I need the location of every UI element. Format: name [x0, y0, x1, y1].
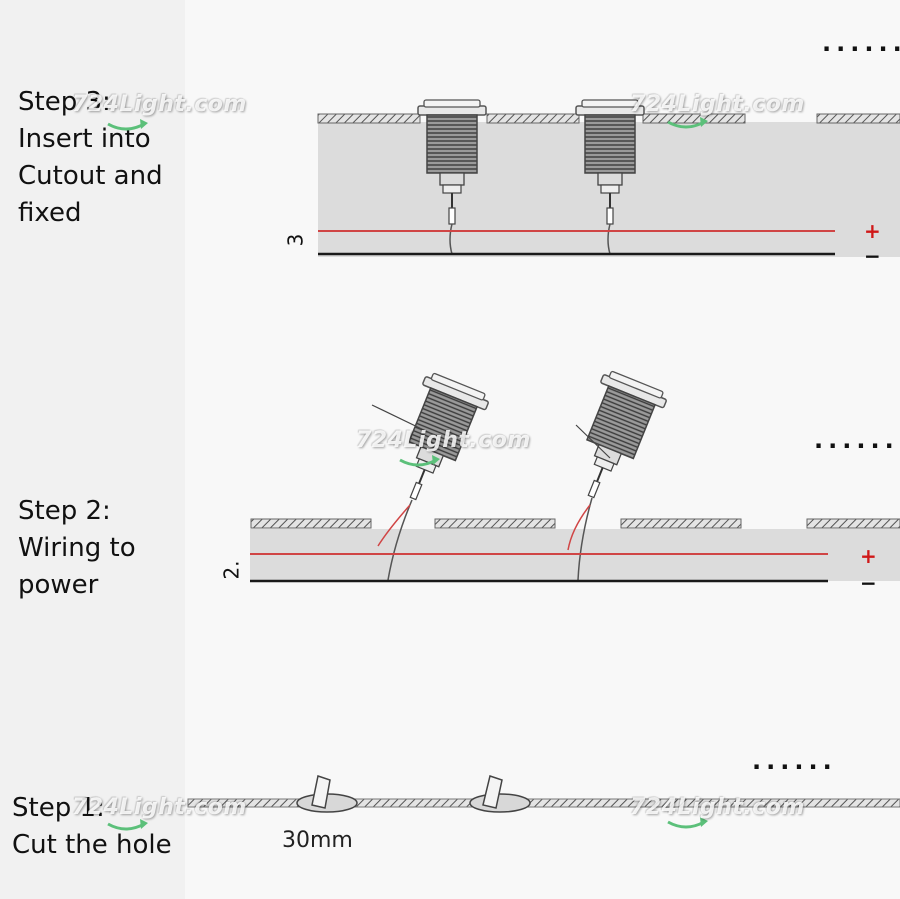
step3-surface-segment: [642, 113, 746, 124]
step2-surface-segment: [620, 518, 742, 529]
step2-surface-segment: [434, 518, 556, 529]
step3-surface-segment: [317, 113, 421, 124]
step2-label: Step 2: Wiring to power: [18, 496, 136, 600]
watermark: 724Light.com: [356, 428, 531, 453]
step1-cutter-1: [311, 775, 331, 809]
continuation-dots-step3: ......: [822, 29, 900, 57]
step3-surface-segment: [816, 113, 900, 124]
step2-positive-sign: +: [860, 544, 877, 568]
watermark: 724Light.com: [630, 795, 805, 820]
step3-label: Step 3: Insert into Cutout and fixed: [18, 87, 163, 228]
continuation-dots-step1: ......: [752, 747, 837, 775]
step2-surface-segment: [250, 518, 372, 529]
step1-cutter-2: [482, 775, 503, 809]
step1-surface-panel: [187, 798, 900, 808]
step3-positive-sign: +: [864, 219, 881, 243]
step1-label: Step 1: Cut the hole: [12, 793, 172, 860]
step1-hole-2: [469, 793, 531, 813]
step2-surface-segment: [806, 518, 900, 529]
watermark: 724Light.com: [72, 795, 247, 820]
step2-number: 2.: [219, 560, 244, 580]
step3-negative-sign: −: [864, 244, 881, 268]
step3-number: 3: [283, 233, 308, 247]
continuation-dots-step2: ......: [814, 426, 899, 454]
step3-surface-segment: [486, 113, 580, 124]
step2-negative-sign: −: [860, 571, 877, 595]
step2-led-light-2: [558, 367, 671, 511]
watermark: 724Light.com: [72, 92, 247, 117]
watermark: 724Light.com: [630, 92, 805, 117]
hole-diameter-label: 30mm: [282, 828, 353, 853]
